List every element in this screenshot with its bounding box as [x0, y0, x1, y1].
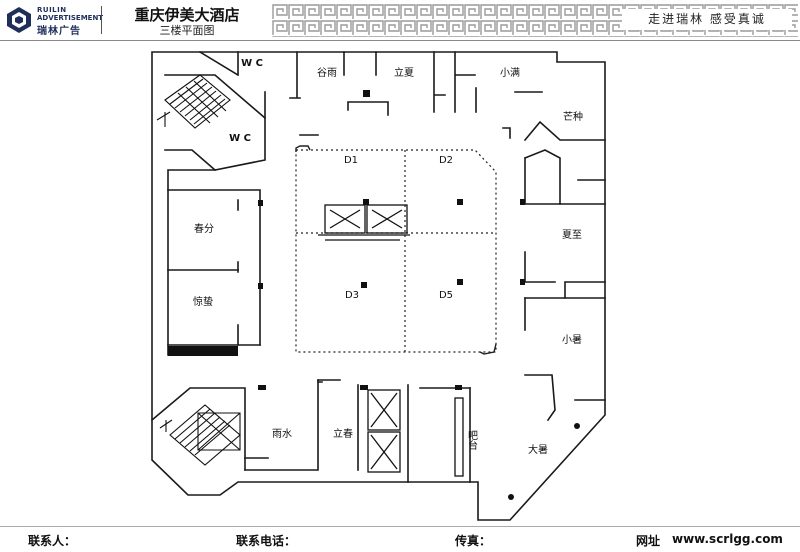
stair-upper-wall: [164, 74, 266, 171]
room-label-lichun: 立春: [333, 427, 353, 440]
room-label-wc-bottom: W C: [229, 133, 251, 144]
floor-title: 三楼平面图: [159, 24, 215, 37]
lower-elevators: [367, 389, 464, 477]
room-label-chunfen: 春分: [194, 223, 214, 235]
room-label-xiaoshu: 小暑: [562, 334, 582, 346]
website-label: 网址: [636, 534, 661, 548]
room-label-jingzhe: 惊蛰: [193, 295, 213, 308]
fax-label: 传真：: [455, 534, 492, 548]
slogan: 走进瑞林 感受真诚: [622, 9, 792, 30]
room-label-d1: D1: [344, 155, 358, 166]
logo-text-advertisement: ADVERTISEMENT: [37, 14, 104, 22]
logo-text-cn: 瑞林广告: [37, 26, 81, 37]
room-label-guyu: 谷雨: [317, 67, 337, 79]
room-label-wc-top: W C: [241, 58, 263, 69]
contact-label: 联系人：: [28, 534, 77, 548]
room-label-bar: 吧台: [466, 430, 478, 451]
outer-wall: [151, 51, 606, 521]
logo-icon: [7, 7, 31, 33]
room-label-lixia: 立夏: [394, 66, 414, 79]
footer: 联系人： 联系电话： 传真： 网址 www.scrlgg.com: [0, 526, 800, 552]
room-label-dashu: 大暑: [528, 443, 548, 456]
room-label-d2: D2: [439, 155, 453, 166]
pillars: [258, 90, 580, 500]
room-label-yushui: 雨水: [272, 428, 292, 440]
header: RUILIN ADVERTISEMENT 瑞林广告 重庆伊美大酒店 三楼平面图 …: [0, 0, 800, 41]
header-divider: [101, 6, 102, 34]
stair-lower: [159, 404, 241, 466]
stair-upper: [156, 74, 231, 129]
floor-plan: W C W C 谷雨 立夏 小满 芒种 夏至 小暑 大暑 春分 惊蛰 雨水 立春…: [150, 50, 606, 521]
room-label-d3: D3: [345, 290, 359, 301]
room-label-d5: D5: [439, 290, 453, 301]
heavy-wall: [168, 346, 238, 356]
room-label-xiazhi: 夏至: [562, 229, 582, 241]
room-label-mangzhong: 芒种: [563, 110, 583, 123]
room-label-xiaoman: 小满: [500, 67, 520, 79]
stair-lower-wall: [150, 387, 246, 471]
atrium-boundary: [295, 149, 497, 353]
logo-text-ruilin: RUILIN: [37, 6, 67, 14]
central-elevators: [318, 204, 410, 241]
website-link[interactable]: www.scrlgg.com: [672, 532, 783, 546]
hotel-name: 重庆伊美大酒店: [134, 6, 240, 24]
phone-label: 联系电话：: [236, 534, 297, 548]
